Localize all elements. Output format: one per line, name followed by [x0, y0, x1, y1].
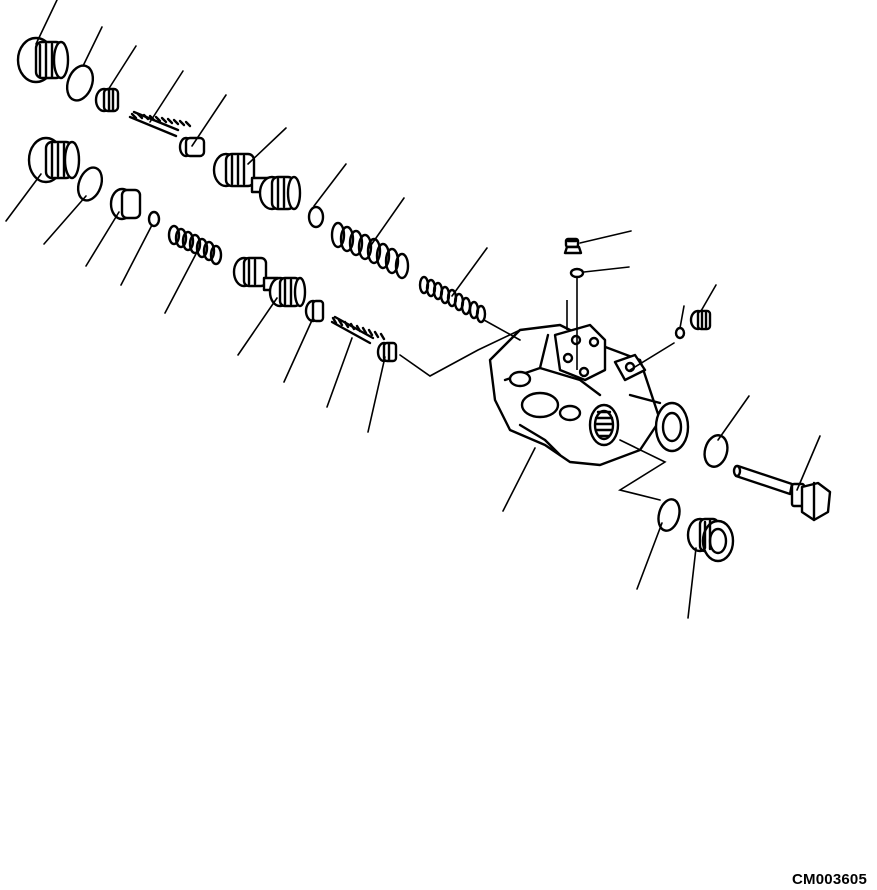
part-small-ring-upper	[307, 205, 325, 229]
part-retainer-lower	[304, 299, 325, 323]
part-ball	[147, 210, 161, 228]
part-o-ring-lower-right	[657, 498, 681, 532]
part-o-ring-lower	[76, 166, 104, 202]
part-spring-medium-lower	[167, 224, 223, 266]
part-plug-small-right	[689, 309, 712, 331]
part-spring-small-lower	[330, 315, 386, 345]
part-fitting-top	[563, 237, 583, 255]
part-retainer-upper	[94, 87, 120, 113]
part-washer-top	[569, 267, 585, 279]
part-o-ring-right	[703, 434, 729, 468]
part-bolt-right	[732, 464, 832, 522]
valve-body	[488, 323, 690, 467]
part-plug-upper	[16, 36, 70, 84]
part-spring-medium-upper	[418, 275, 487, 324]
part-small-seal-right	[674, 326, 686, 340]
part-spring-small-upper	[128, 110, 192, 138]
part-sleeve-upper	[178, 136, 206, 158]
part-spring-large	[330, 221, 410, 280]
drawing-id-label: CM003605	[792, 871, 867, 888]
part-spool-upper	[212, 152, 302, 211]
leader-lines	[5, 0, 821, 619]
part-plug-lower	[27, 136, 81, 184]
part-o-ring-upper	[65, 64, 95, 102]
part-sleeve-lower	[109, 187, 142, 221]
part-spool-lower	[232, 256, 307, 308]
guide-line-top	[566, 278, 578, 370]
part-seat-lower	[376, 341, 398, 363]
part-plug-lower-right	[686, 517, 735, 563]
